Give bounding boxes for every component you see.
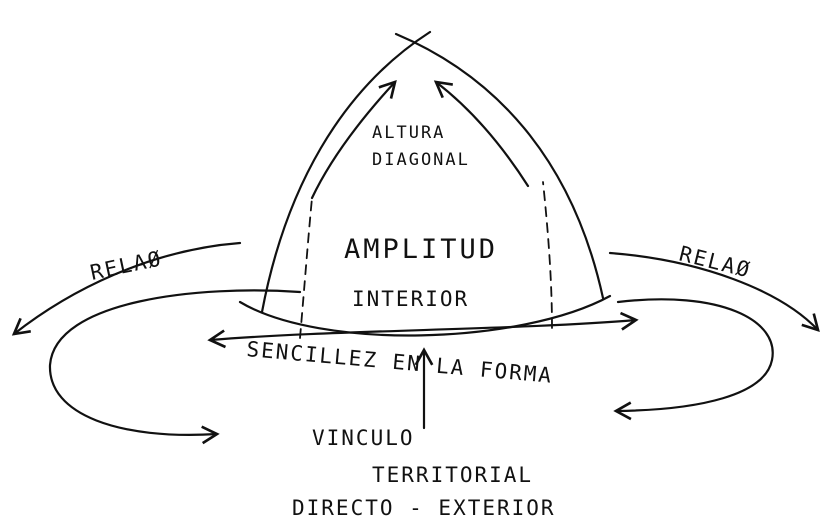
right-relation-arc-outer [608, 251, 820, 332]
dome-right-arc [394, 32, 605, 300]
label-base: SENCILLEZ EN LA FORMA [246, 337, 554, 388]
interior-dashed-left [299, 197, 313, 339]
label-directo-exterior: DIRECTO - EXTERIOR [292, 496, 556, 520]
dome-left-arc [260, 30, 432, 314]
label-altura: ALTURA [372, 123, 445, 143]
label-territorial: TERRITORIAL [372, 463, 533, 487]
base-double-arrow [207, 311, 639, 349]
label-vinculo: VINCULO [312, 426, 415, 450]
height-arrow-left [310, 80, 397, 200]
label-relation-right: RELAØ [677, 242, 754, 283]
label-amplitud: AMPLITUD [344, 234, 498, 265]
left-relation-arc-inner [48, 289, 302, 445]
label-diagonal: DIAGONAL [372, 150, 470, 170]
left-relation-arc-outer [11, 241, 242, 336]
right-relation-arc-inner [613, 298, 774, 421]
height-arrow-right [433, 80, 530, 188]
interior-dashed-right [542, 181, 553, 329]
label-relation-left: RELAØ [88, 246, 165, 285]
label-interior: INTERIOR [352, 287, 469, 311]
